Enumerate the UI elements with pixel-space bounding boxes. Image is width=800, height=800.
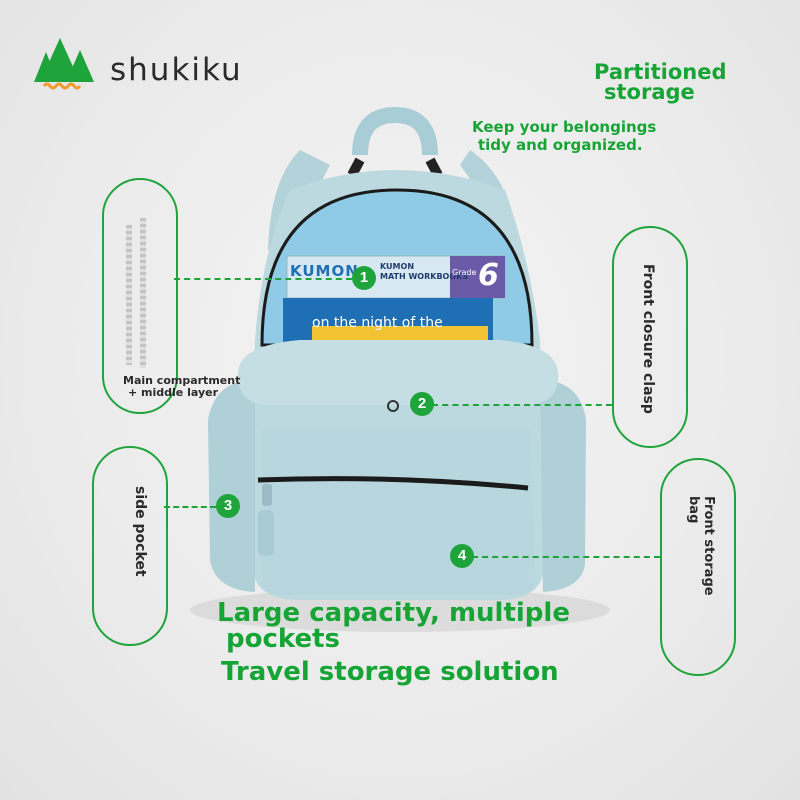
headline-line2: pockets <box>226 624 341 654</box>
book-grade-word: Grade <box>452 268 477 277</box>
book-kumon-small-label: KUMON <box>380 262 415 271</box>
callout-1-pill <box>102 178 178 414</box>
blurred-text <box>140 218 146 368</box>
title-line1: Partitioned <box>594 60 727 84</box>
callout-3-pill <box>92 446 168 646</box>
callout-2-label: Front closure clasp <box>640 264 656 414</box>
title-line2: storage <box>604 80 695 104</box>
book-story-title: on the night of the <box>312 315 443 331</box>
callout-1-label-line2: + middle layer <box>128 386 218 399</box>
callout-3-number: 3 <box>216 494 240 518</box>
callout-1-number: 1 <box>352 266 376 290</box>
callout-3-line <box>164 506 216 508</box>
callout-4-label: Front storage bag <box>686 496 716 596</box>
callout-2-pill <box>612 226 688 448</box>
blurred-text <box>126 225 132 365</box>
subtitle-line2: tidy and organized. <box>478 136 643 154</box>
mountain-trees-logo-icon <box>34 38 94 90</box>
callout-2-number: 2 <box>410 392 434 416</box>
subtitle-line1: Keep your belongings <box>472 118 657 136</box>
callout-4-line <box>472 556 660 558</box>
headline-line1: Large capacity, multiple <box>217 598 570 628</box>
book-grade-number: 6 <box>478 258 499 293</box>
callout-4-number: 4 <box>450 544 474 568</box>
callout-1-label-line1: Main compartment <box>123 374 241 387</box>
book-workbooks-label: MATH WORKBOOKS <box>380 272 469 281</box>
callout-2-line <box>432 404 612 406</box>
brand-name: shukiku <box>110 52 243 88</box>
headline-line3: Travel storage solution <box>221 657 559 687</box>
callout-4-pill <box>660 458 736 676</box>
callout-3-label: side pocket <box>132 486 148 577</box>
book-kumon-label: KUMON <box>290 262 359 280</box>
callout-1-line <box>174 278 352 280</box>
